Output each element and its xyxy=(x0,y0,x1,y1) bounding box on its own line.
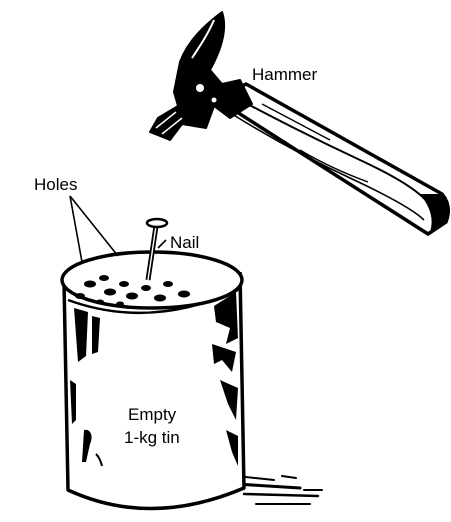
hammer-head xyxy=(149,11,253,141)
nail-leader xyxy=(157,239,167,249)
leader-lines xyxy=(69,195,167,263)
label-tin-line1: Empty xyxy=(128,405,177,424)
ground-shadow xyxy=(234,475,323,505)
label-nail: Nail xyxy=(170,233,199,252)
label-tin-line2: 1-kg tin xyxy=(124,428,180,447)
nail xyxy=(145,217,169,281)
tin-body xyxy=(62,271,246,511)
label-hammer: Hammer xyxy=(252,65,318,84)
holes-leader-right xyxy=(69,195,119,257)
nail-head xyxy=(145,217,169,229)
label-holes: Holes xyxy=(34,175,77,194)
hammer xyxy=(149,11,450,236)
lid-holes xyxy=(75,275,190,307)
holes-leader-left xyxy=(69,195,83,263)
hammer-handle xyxy=(216,82,450,236)
tin-shading-left xyxy=(70,308,100,462)
tin-shading-right xyxy=(212,292,238,466)
tin-can xyxy=(60,250,323,511)
